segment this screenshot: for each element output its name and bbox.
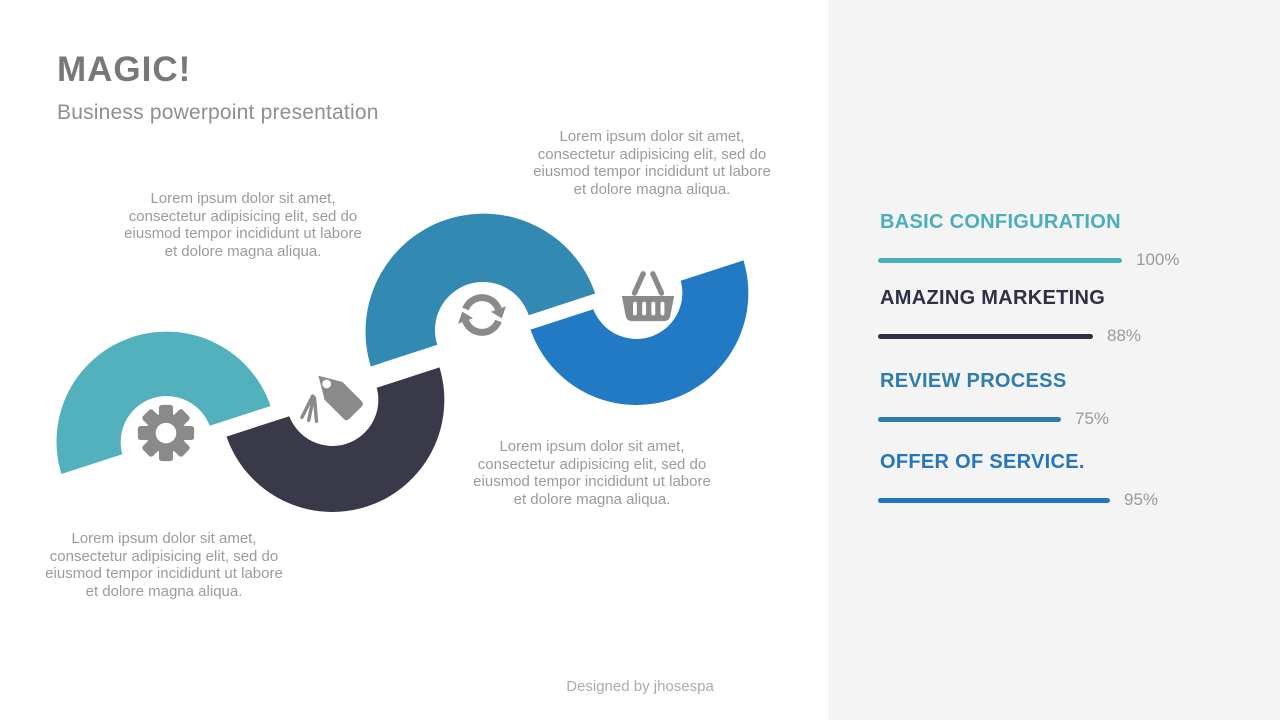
- header: MAGIC! Business powerpoint presentation: [57, 50, 557, 125]
- progress-bar: [878, 416, 1061, 422]
- progress-label: AMAZING MARKETING: [880, 287, 1106, 309]
- progress-percent: 95%: [1124, 490, 1159, 509]
- sync-icon: [458, 294, 506, 336]
- progress-bar: [878, 257, 1122, 263]
- designer-credit: Designed by jhosespa: [566, 678, 714, 695]
- progress-label: OFFER OF SERVICE.: [880, 451, 1085, 473]
- step-text-3: Lorem ipsum dolor sit amet, consectetur …: [533, 128, 771, 198]
- progress-percent: 88%: [1107, 326, 1142, 345]
- step-text-4: Lorem ipsum dolor sit amet, consectetur …: [473, 438, 711, 508]
- progress-item-amazing-marketing: AMAZING MARKETING 88%: [878, 286, 1238, 346]
- progress-item-offer-of-service: OFFER OF SERVICE. 95%: [878, 450, 1238, 510]
- progress-label: BASIC CONFIGURATION: [880, 211, 1121, 233]
- progress-label: REVIEW PROCESS: [880, 370, 1067, 392]
- right-panel: BASIC CONFIGURATION 100% AMAZING MARKETI…: [828, 0, 1280, 720]
- step-text-2: Lorem ipsum dolor sit amet, consectetur …: [45, 530, 283, 600]
- page-title: MAGIC!: [57, 50, 192, 89]
- progress-item-basic-configuration: BASIC CONFIGURATION 100%: [878, 210, 1238, 270]
- tags-icon: [300, 375, 363, 423]
- step-text-1: Lorem ipsum dolor sit amet, consectetur …: [124, 190, 362, 260]
- progress-item-review-process: REVIEW PROCESS 75%: [878, 369, 1238, 429]
- basket-icon: [621, 271, 675, 322]
- page-subtitle: Business powerpoint presentation: [57, 101, 379, 124]
- progress-bar: [878, 333, 1093, 339]
- progress-percent: 75%: [1075, 409, 1110, 428]
- gear-icon: [137, 404, 195, 462]
- progress-percent: 100%: [1136, 250, 1180, 269]
- progress-bar: [878, 497, 1110, 503]
